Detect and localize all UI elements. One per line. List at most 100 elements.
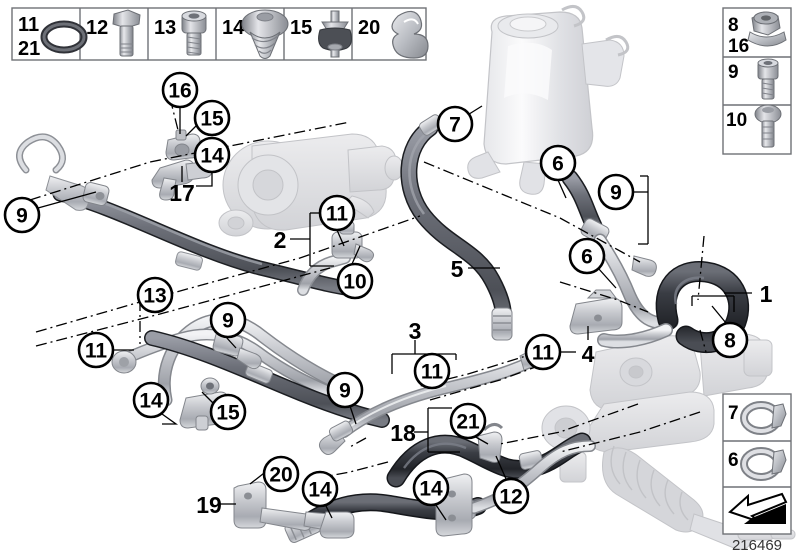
legend-cell-grommet: 15 [290,10,352,58]
callout-5[interactable]: 5 [451,256,464,282]
callout-circle [136,276,174,314]
callout-12[interactable]: 12 [492,477,530,515]
callout-circle [209,301,247,339]
callout-label: 7 [449,114,461,137]
callout-label: 14 [200,145,224,168]
callout-16[interactable]: 16 [161,71,199,109]
callout-label: 10 [343,271,366,294]
callout-circle [301,470,339,508]
callout-circle [262,455,300,493]
callout-label: 9 [610,182,622,205]
callout-label: 11 [532,342,555,365]
callout-circle [412,469,450,507]
callout-9[interactable]: 9 [3,196,41,234]
legend-num-11: 11 [18,14,39,36]
legend-cell-clamp-6: 6 [728,447,787,481]
callout-circle [711,321,749,359]
callout-circle [492,477,530,515]
callout-9[interactable]: 9 [326,371,364,409]
callout-21[interactable]: 21 [449,402,487,440]
callout-circle [193,99,231,137]
callout-circle [568,237,606,275]
callout-label: 2 [274,227,287,253]
callout-6[interactable]: 6 [568,237,606,275]
callout-18[interactable]: 18 [390,420,416,446]
clip-21 [477,423,504,463]
callout-circle [193,136,231,174]
callout-15[interactable]: 15 [209,393,247,431]
callout-10[interactable]: 10 [336,262,374,300]
callout-label: 9 [222,310,234,333]
legend-cell-hose-clip: 20 [358,10,429,59]
callout-label: 17 [169,180,195,206]
callout-15[interactable]: 15 [193,99,231,137]
hose-end-fitting-9 [212,331,262,370]
legend-num-12: 12 [86,17,108,39]
callout-label: 13 [143,285,166,308]
callout-label: 1 [760,281,773,307]
banjo-eyelet-fitting [16,133,110,211]
callout-circle [336,262,374,300]
callout-7[interactable]: 7 [436,105,474,143]
callout-13[interactable]: 13 [136,276,174,314]
callout-label: 11 [326,203,349,226]
callout-label: 5 [451,256,464,282]
callout-label: 8 [724,330,736,353]
callout-circle [449,402,487,440]
hose-ferrule [175,251,203,271]
callout-label: 4 [582,341,595,367]
callout-9[interactable]: 9 [209,301,247,339]
callout-label: 12 [499,486,522,509]
callout-11[interactable]: 11 [77,331,115,369]
callout-circle [326,371,364,409]
callout-11[interactable]: 11 [524,333,562,371]
callout-label: 18 [390,420,416,446]
fluid-reservoir-ghost [467,5,630,195]
self-tapping-screw-icon [241,9,289,59]
callout-20[interactable]: 20 [262,455,300,493]
pipe-3-end-fitting [318,420,354,455]
callout-14[interactable]: 14 [132,381,170,419]
callout-circle [524,333,562,371]
callout-4[interactable]: 4 [582,341,595,367]
callout-label: 19 [196,492,222,518]
rubber-grommet-mount-icon [318,10,352,58]
callout-14[interactable]: 14 [412,469,450,507]
callout-label: 3 [409,318,422,344]
legend-cell-hex-bolt: 12 [86,9,141,57]
hose-5-crimped-end [491,307,513,341]
callout-17[interactable]: 17 [169,180,195,206]
socket-head-cap-screw-icon-9 [757,58,779,100]
legend-num-16: 16 [728,36,749,57]
hose-clamp-icon-6 [740,447,787,481]
callout-6[interactable]: 6 [539,144,577,182]
pipe-bolt-head [111,350,137,374]
hose-clip-bracket-icon [391,10,429,59]
callout-3[interactable]: 3 [409,318,422,344]
callout-14[interactable]: 14 [193,136,231,174]
callout-label: 11 [85,340,108,363]
callout-11[interactable]: 11 [318,194,356,232]
callout-circle [436,105,474,143]
callout-14[interactable]: 14 [301,470,339,508]
callout-8[interactable]: 8 [711,321,749,359]
legend-cell-socket-screw-9: 9 [728,58,779,100]
callout-label: 20 [269,464,292,487]
flange-nut-icon [747,11,787,47]
callout-circle [3,196,41,234]
grommet-15 [200,377,220,395]
callout-label: 14 [419,478,443,501]
legend-cell-tapping-screw: 14 [222,9,289,59]
callout-9[interactable]: 9 [597,173,635,211]
callout-1[interactable]: 1 [760,281,773,307]
callout-circle [597,173,635,211]
legend-num-21: 21 [18,38,40,60]
legend-cell-clamp-7: 7 [728,401,787,435]
callout-11[interactable]: 11 [413,352,451,390]
callout-2[interactable]: 2 [274,227,287,253]
callout-19[interactable]: 19 [196,492,222,518]
callout-circle [77,331,115,369]
